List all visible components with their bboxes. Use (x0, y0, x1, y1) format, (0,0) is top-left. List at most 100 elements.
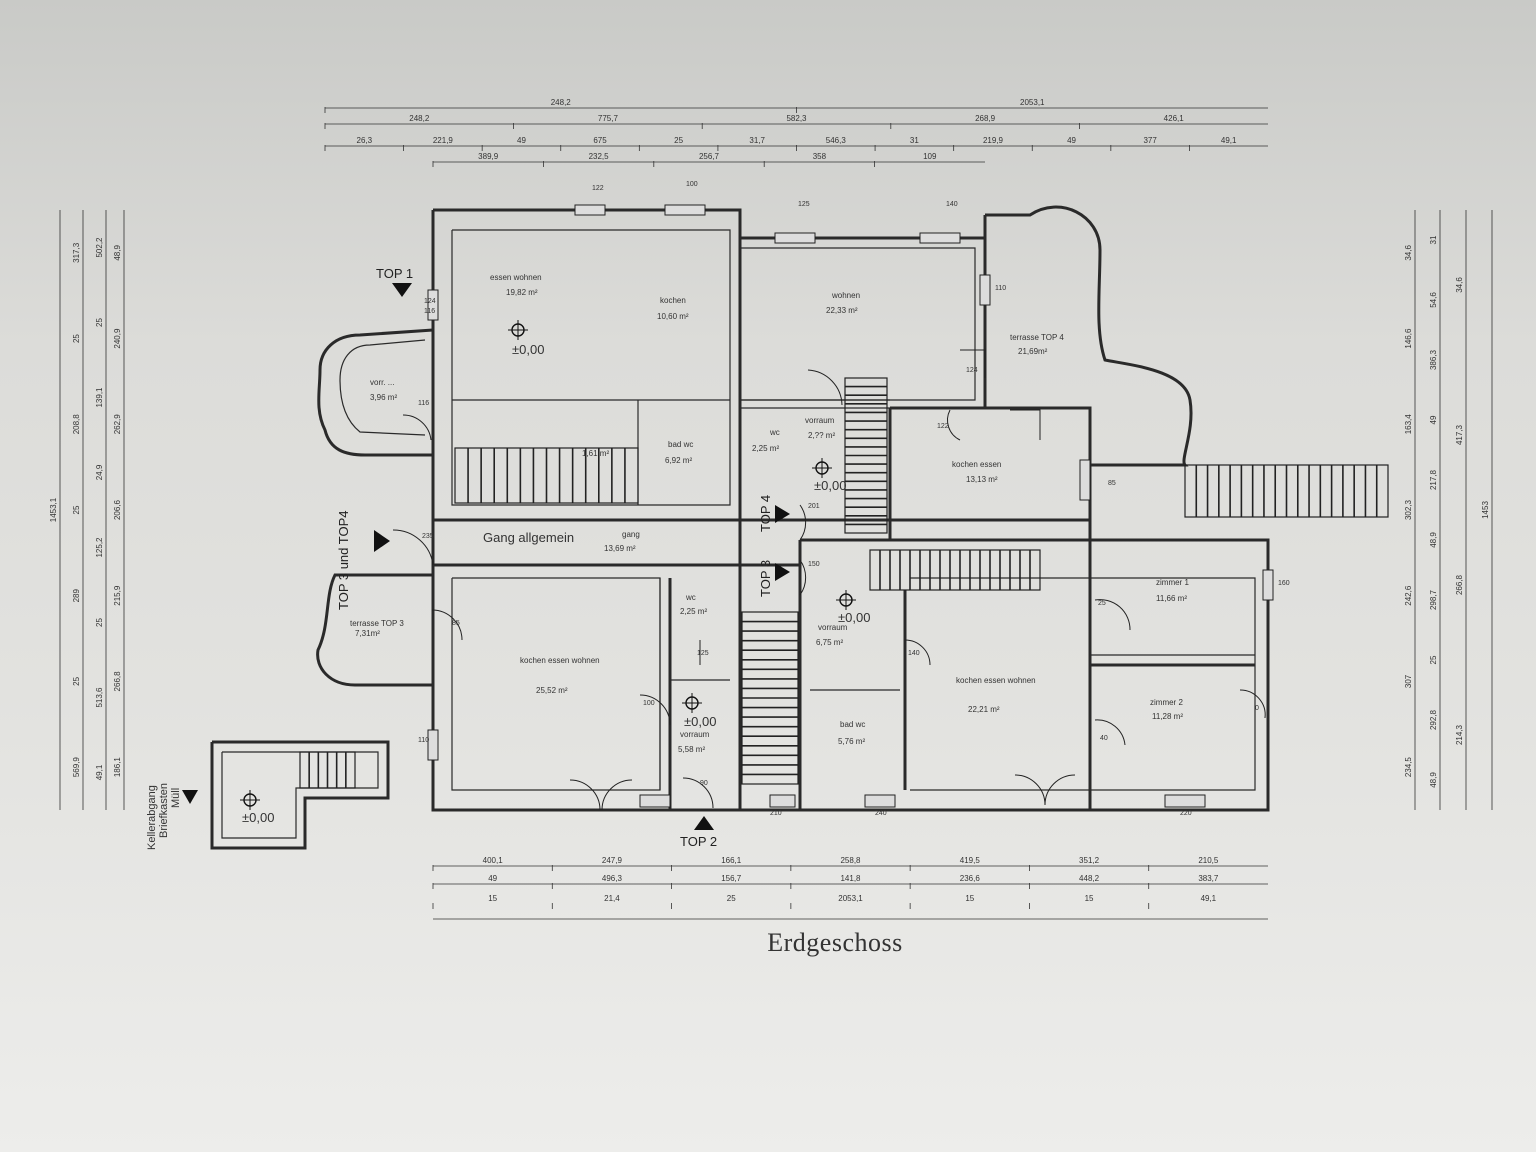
opening-dimension: 0 (1255, 705, 1259, 712)
dimension-text: 248,2 (551, 98, 572, 107)
level-marker-label: ±0,00 (838, 610, 870, 625)
dimension-text: 31,7 (749, 136, 765, 145)
dimension-text: 2053,1 (838, 894, 863, 903)
dimension-text: 262,9 (113, 414, 122, 435)
dimension-text: 146,6 (1404, 328, 1413, 349)
room-vorraum-top4-area: 2,?? m² (808, 431, 835, 440)
dimension-text: 54,6 (1429, 292, 1438, 308)
corridor-name: gang (622, 530, 640, 539)
opening-dimension: 235 (422, 533, 434, 540)
room-terrasse-top4: terrasse TOP 4 (1010, 333, 1064, 342)
opening-dimension: 85 (452, 620, 460, 627)
unit-labels: TOP 1 TOP 2 TOP 3 TOP 4 TOP 3 und TOP4 K… (146, 266, 773, 850)
dimension-text: 48,9 (1429, 532, 1438, 548)
dimension-text: 215,9 (113, 585, 122, 606)
dimension-text: 513,6 (95, 687, 104, 708)
dimension-text: 186,1 (113, 757, 122, 778)
opening-dimension: 220 (1180, 810, 1192, 817)
dimension-text: 502,2 (95, 237, 104, 258)
dimension-text: 232,5 (589, 152, 610, 161)
room-kochen-area: 10,60 m² (657, 312, 689, 321)
door-swings (392, 349, 1266, 811)
dimension-text: 351,2 (1079, 856, 1100, 865)
opening-dimension: 100 (643, 700, 655, 707)
dimension-text: 109 (923, 152, 937, 161)
room-wc-top4: wc (769, 428, 780, 437)
dimension-text: 221,9 (433, 136, 454, 145)
opening-dimension: 210 (770, 810, 782, 817)
room-wc-top3: wc (685, 593, 696, 602)
dimension-text: 217,8 (1429, 469, 1438, 490)
room-zimmer-1: zimmer 1 (1156, 578, 1189, 587)
side-label-briefkasten: Briefkasten (158, 783, 170, 838)
opening-dimension: 40 (1100, 735, 1108, 742)
dimension-text: 26,3 (357, 136, 373, 145)
room-vorraum-top3-area: 5,58 m² (678, 745, 705, 754)
room-bad-wc-top1: bad wc (668, 440, 693, 449)
level-marker-label: ±0,00 (512, 342, 544, 357)
dimension-text: 25 (1429, 655, 1438, 664)
opening-dimension: 85 (1108, 480, 1116, 487)
room-zimmer-2-area: 11,28 m² (1152, 712, 1183, 721)
terrace-top4-outline (985, 205, 1193, 467)
room-kochen-essen-top4-area: 13,13 m² (966, 475, 998, 484)
dimension-text: 24,9 (95, 464, 104, 480)
opening-dimension: 110 (995, 285, 1006, 292)
room-vorraum-top2: vorraum (818, 623, 848, 632)
dimension-text: 292,8 (1429, 709, 1438, 730)
dimension-text: 2053,1 (1020, 98, 1045, 107)
dimension-text: 25 (727, 894, 736, 903)
side-label-muell: Müll (170, 788, 182, 808)
dimension-text: 25 (674, 136, 683, 145)
dimension-text: 419,5 (960, 856, 981, 865)
dimension-text: 383,7 (1198, 874, 1219, 883)
dimension-text: 675 (593, 136, 607, 145)
dimension-text: 219,9 (983, 136, 1004, 145)
room-small-area: 1,61 m² (582, 449, 609, 458)
dimension-text: 240,9 (113, 328, 122, 349)
dimension-text: 156,7 (721, 874, 742, 883)
dimension-text: 25 (72, 676, 81, 685)
dimension-text: 268,9 (975, 114, 996, 123)
dimension-text: 386,3 (1429, 349, 1438, 370)
dimension-text: 1453 (1481, 501, 1490, 519)
level-markers: ±0,00±0,00±0,00±0,00±0,00 (240, 320, 870, 825)
room-wc-top4-area: 2,25 m² (752, 444, 779, 453)
dimension-text: 125,2 (95, 537, 104, 558)
dimension-text: 25 (72, 334, 81, 343)
dimension-text: 49,1 (1201, 894, 1217, 903)
room-kochen-essen-wohnen-top3: kochen essen wohnen (520, 656, 600, 665)
opening-dimension: 122 (592, 185, 604, 192)
dimension-text: 49 (1429, 415, 1438, 424)
dimension-text: 34,6 (1455, 277, 1464, 293)
room-bad-wc-top1-area: 6,92 m² (665, 456, 692, 465)
dimension-text: 49,1 (95, 764, 104, 780)
dimension-text: 234,5 (1404, 757, 1413, 778)
room-zimmer-2: zimmer 2 (1150, 698, 1183, 707)
dimension-text: 266,8 (113, 671, 122, 692)
dimension-text: 289 (72, 588, 81, 602)
room-terrasse-top3: terrasse TOP 3 (350, 619, 404, 628)
dimension-text: 34,6 (1404, 245, 1413, 261)
dimension-text: 236,6 (960, 874, 981, 883)
dimension-text: 775,7 (598, 114, 619, 123)
dimension-text: 139,1 (95, 387, 104, 408)
opening-dimension: 110 (418, 737, 429, 744)
unit-top4: TOP 4 (758, 495, 773, 532)
terrace-top1-outline (317, 328, 434, 457)
opening-dimension: 90 (700, 780, 708, 787)
room-kochen-essen-wohnen-top2-area: 22,21 m² (968, 705, 1000, 714)
side-label-kellerabgang: Kellerabgang (146, 785, 158, 850)
room-terrasse-top3-area: 7,31m² (355, 629, 380, 638)
room-essen-wohnen-area: 19,82 m² (506, 288, 538, 297)
opening-dimension: 140 (946, 201, 958, 208)
unit-top2: TOP 2 (680, 834, 717, 849)
dimension-text: 15 (1085, 894, 1094, 903)
dimension-text: 582,3 (786, 114, 807, 123)
dimension-text: 242,6 (1404, 585, 1413, 606)
dimension-text: 317,3 (72, 242, 81, 263)
exterior-walls (431, 208, 1270, 812)
level-marker-label: ±0,00 (242, 810, 274, 825)
